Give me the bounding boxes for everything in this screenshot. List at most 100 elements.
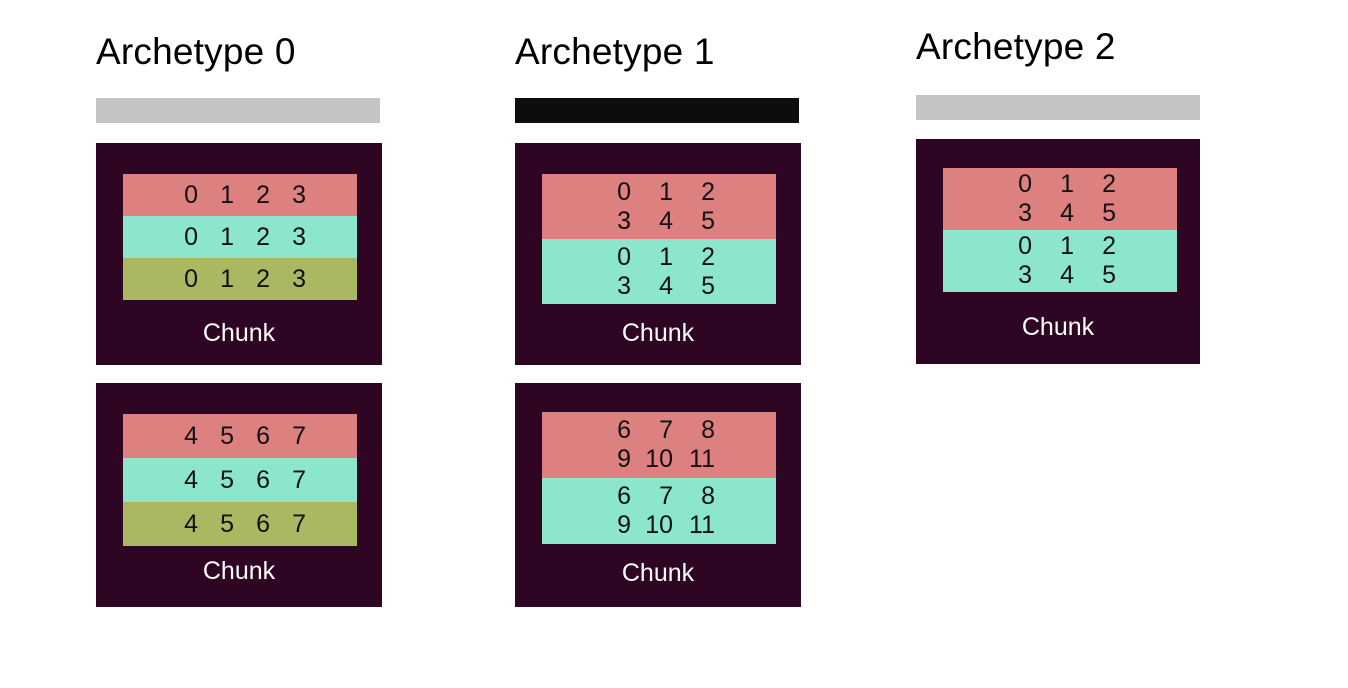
entity-id: 4 <box>184 465 198 494</box>
entity-id: 2 <box>256 264 270 293</box>
entity-id: 10 <box>645 511 673 539</box>
entity-id: 5 <box>220 421 234 450</box>
entity-id: 5 <box>220 465 234 494</box>
entity-id: 0 <box>184 222 198 251</box>
entity-id: 6 <box>256 465 270 494</box>
chunk-label: Chunk <box>621 559 695 587</box>
entity-id: 1 <box>220 222 234 251</box>
archetype-title-0: Archetype 0 <box>96 31 296 72</box>
entity-id: 1 <box>1060 232 1074 260</box>
entity-id: 11 <box>689 445 715 473</box>
entity-id: 3 <box>1018 261 1032 289</box>
entity-id: 3 <box>292 264 306 293</box>
entity-id: 3 <box>617 206 631 235</box>
entity-id: 9 <box>617 511 631 539</box>
entity-id: 0 <box>1018 232 1032 260</box>
entity-id: 3 <box>292 180 306 209</box>
entity-id: 7 <box>292 421 306 450</box>
entity-id: 2 <box>1102 232 1116 260</box>
entity-id: 10 <box>645 445 673 473</box>
header-bar-black-1 <box>515 98 799 123</box>
entity-id: 0 <box>1018 170 1032 198</box>
entity-id: 0 <box>617 242 631 271</box>
entity-id: 0 <box>184 180 198 209</box>
entity-id: 2 <box>256 180 270 209</box>
entity-id: 1 <box>1060 170 1074 198</box>
entity-id: 6 <box>617 482 631 510</box>
entity-id: 5 <box>1102 261 1116 289</box>
entity-id: 6 <box>256 509 270 538</box>
entity-id: 7 <box>659 416 673 444</box>
entity-id: 2 <box>1102 170 1116 198</box>
entity-id: 4 <box>659 271 673 300</box>
entity-id: 4 <box>659 206 673 235</box>
header-bar-gray-2 <box>916 95 1200 120</box>
entity-id: 5 <box>701 206 715 235</box>
entity-id: 7 <box>292 509 306 538</box>
entity-id: 7 <box>292 465 306 494</box>
entity-id: 8 <box>701 482 715 510</box>
chunk-label: Chunk <box>621 319 695 347</box>
chunk-label: Chunk <box>202 319 276 347</box>
entity-id: 6 <box>617 416 631 444</box>
entity-id: 4 <box>1060 261 1074 289</box>
entity-id: 0 <box>617 177 631 206</box>
entity-id: 9 <box>617 445 631 473</box>
entity-id: 1 <box>659 177 673 206</box>
entity-id: 3 <box>1018 199 1032 227</box>
chunk-label: Chunk <box>202 557 276 585</box>
entity-id: 3 <box>617 271 631 300</box>
archetype-title-2: Archetype 2 <box>916 26 1116 67</box>
entity-id: 4 <box>1060 199 1074 227</box>
entity-id: 8 <box>701 416 715 444</box>
chunk-label: Chunk <box>1021 313 1095 341</box>
entity-id: 4 <box>184 509 198 538</box>
entity-id: 1 <box>220 264 234 293</box>
entity-id: 1 <box>220 180 234 209</box>
entity-id: 6 <box>256 421 270 450</box>
header-bar-gray-0 <box>96 98 380 123</box>
entity-id: 5 <box>1102 199 1116 227</box>
entity-id: 11 <box>689 511 715 539</box>
entity-id: 0 <box>184 264 198 293</box>
entity-id: 2 <box>256 222 270 251</box>
entity-id: 2 <box>701 177 715 206</box>
archetype-title-1: Archetype 1 <box>515 31 715 72</box>
entity-id: 2 <box>701 242 715 271</box>
entity-id: 1 <box>659 242 673 271</box>
entity-id: 3 <box>292 222 306 251</box>
